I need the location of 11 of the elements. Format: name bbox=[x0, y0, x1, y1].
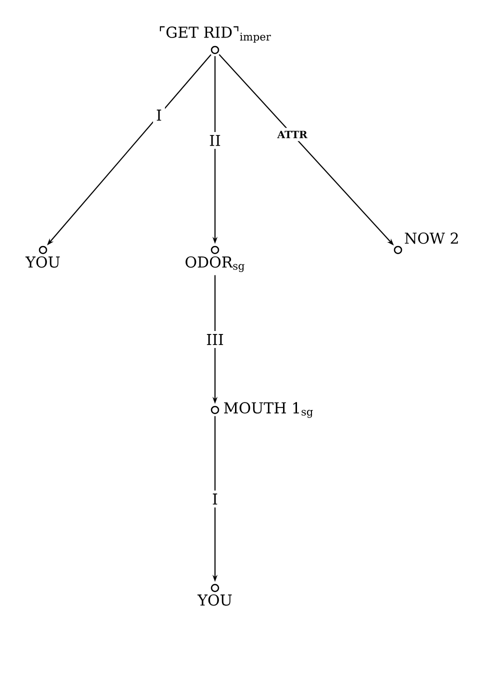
edge-label: ATTR bbox=[274, 128, 310, 142]
node-label: MOUTH 1$_{sg}$ bbox=[224, 402, 313, 418]
edge-label: I bbox=[209, 490, 221, 508]
edge-label: III bbox=[203, 331, 227, 348]
edge-label: I bbox=[153, 106, 165, 124]
node-label: ⌜GET RID⌝$_{imper}$ bbox=[160, 26, 271, 43]
node-label: YOU bbox=[25, 256, 60, 268]
edge-label: II bbox=[206, 132, 224, 149]
node-label: YOU bbox=[197, 594, 232, 606]
node-label: ODOR$_{sg}$ bbox=[186, 256, 244, 272]
node-label: NOW 2 bbox=[404, 232, 458, 244]
